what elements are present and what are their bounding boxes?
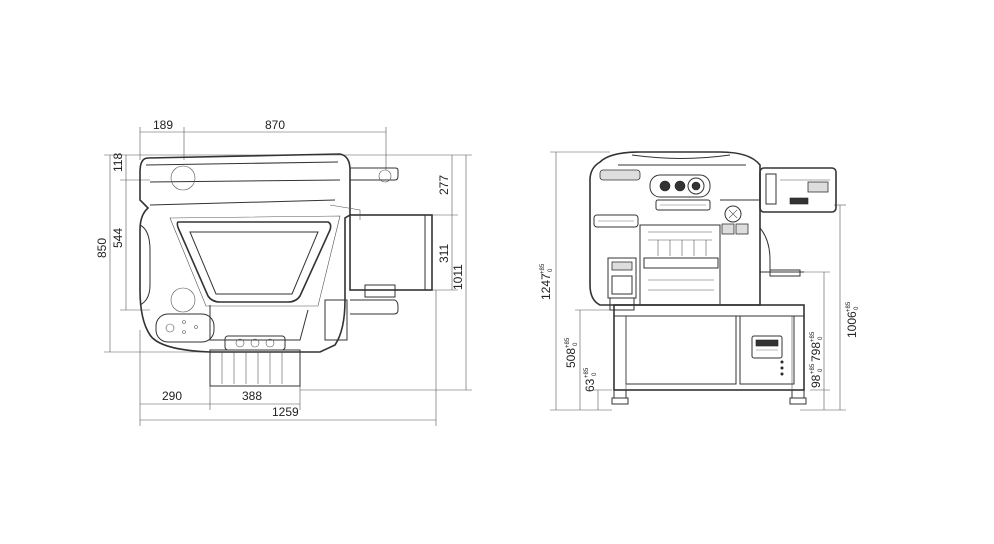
dim-388: 388	[242, 389, 262, 403]
top-view-dimension-lines	[104, 127, 472, 426]
dim-118: 118	[111, 153, 125, 172]
dim-1247-tol-upper: +85	[540, 263, 546, 274]
dim-290: 290	[162, 389, 182, 403]
dim-1011: 1011	[451, 264, 465, 290]
dim-1259: 1259	[272, 405, 299, 419]
dim-1247: 1247 +85 0	[539, 263, 554, 300]
dim-1006-value: 1006	[845, 311, 859, 338]
dim-98-value: 98	[809, 374, 823, 388]
side-view: 1247 +85 0 508 +85 0 63 +85 0 798 +85 0 …	[539, 151, 860, 411]
dim-508: 508 +85 0	[564, 337, 579, 368]
dim-1006-tol-lower: 0	[854, 306, 860, 310]
top-view: 189 870 118 544 850 277 311 1011 290 388…	[95, 118, 472, 426]
dim-508-tol-upper: +85	[565, 337, 571, 348]
dim-544: 544	[111, 228, 125, 248]
dim-1247-tol-lower: 0	[548, 268, 554, 272]
side-view-dimension-lines	[550, 151, 846, 411]
dim-798-value: 798	[809, 342, 823, 362]
dim-189: 189	[153, 118, 173, 132]
top-view-machine	[139, 153, 433, 387]
dim-508-value: 508	[564, 348, 578, 368]
dim-63-tol-upper: +85	[584, 367, 590, 378]
dim-798-tol-lower: 0	[818, 336, 824, 340]
dim-311: 311	[437, 244, 451, 263]
dim-870: 870	[265, 118, 285, 132]
dim-1006: 1006 +85 0	[845, 301, 860, 338]
dim-63-value: 63	[583, 378, 597, 392]
side-view-machine	[589, 151, 837, 405]
dim-798: 798 +85 0	[809, 331, 824, 362]
dim-63: 63 +85 0	[583, 367, 598, 392]
dim-98-tol-upper: +85	[810, 363, 816, 374]
dim-98: 98 +85 0	[809, 363, 824, 388]
dim-1247-value: 1247	[539, 273, 553, 300]
dim-63-tol-lower: 0	[592, 372, 598, 376]
dim-277: 277	[437, 175, 451, 195]
dim-98-tol-lower: 0	[818, 368, 824, 372]
dim-850: 850	[95, 238, 109, 258]
dim-1006-tol-upper: +85	[846, 301, 852, 312]
dim-508-tol-lower: 0	[573, 342, 579, 346]
dim-798-tol-upper: +85	[810, 331, 816, 342]
